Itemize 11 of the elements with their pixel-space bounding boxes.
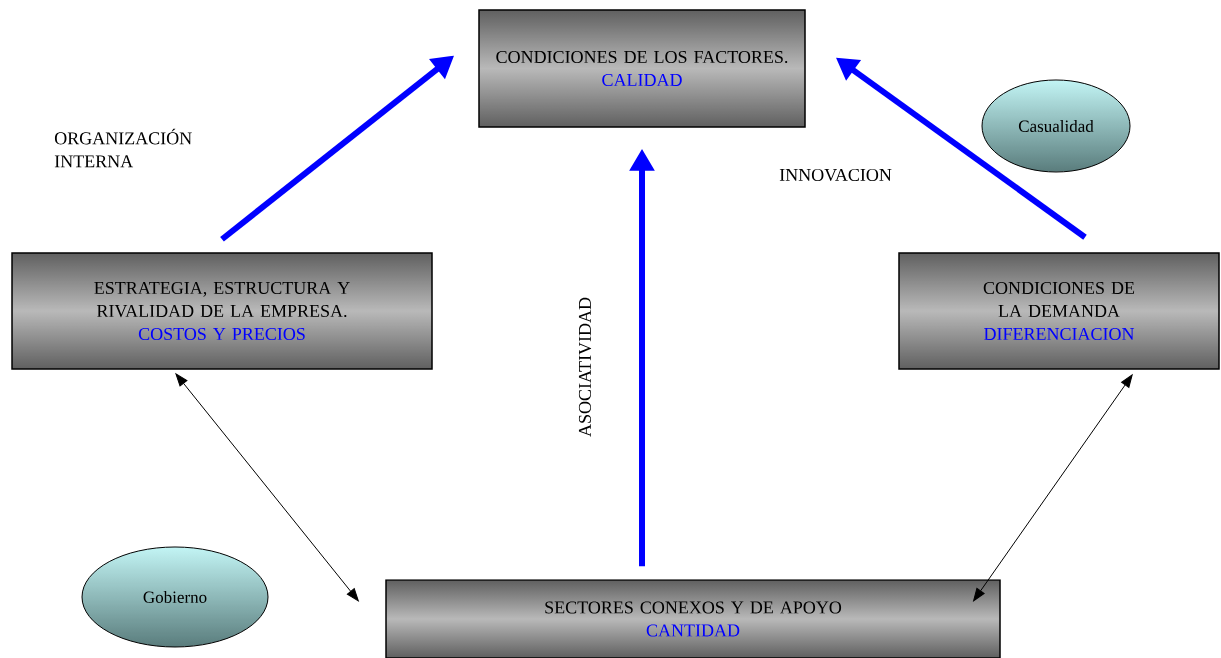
factor-box: CONDICIONES DE LOS FACTORES. CALIDAD: [478, 9, 806, 128]
factor-box: SECTORES CONEXOS Y DE APOYO CANTIDAD: [385, 579, 1001, 658]
factor-box: ESTRATEGIA, ESTRUCTURA Y RIVALIDAD DE LA EMPRESA. COSTOS Y PRECIOS: [11, 252, 433, 370]
arrow: [175, 373, 359, 602]
factor-box: CONDICIONES DE LA DEMANDA DIFERENCIACION: [898, 252, 1220, 370]
arrow: [973, 374, 1133, 602]
factor-oval: Casualidad: [981, 79, 1131, 173]
factor-oval: Gobierno: [81, 546, 269, 648]
edge-label: ASOCIATIVIDAD: [578, 297, 592, 437]
edge-label: ORGANIZACIÓN INTERNA: [54, 128, 192, 168]
edge-label: INNOVACION: [779, 168, 892, 182]
